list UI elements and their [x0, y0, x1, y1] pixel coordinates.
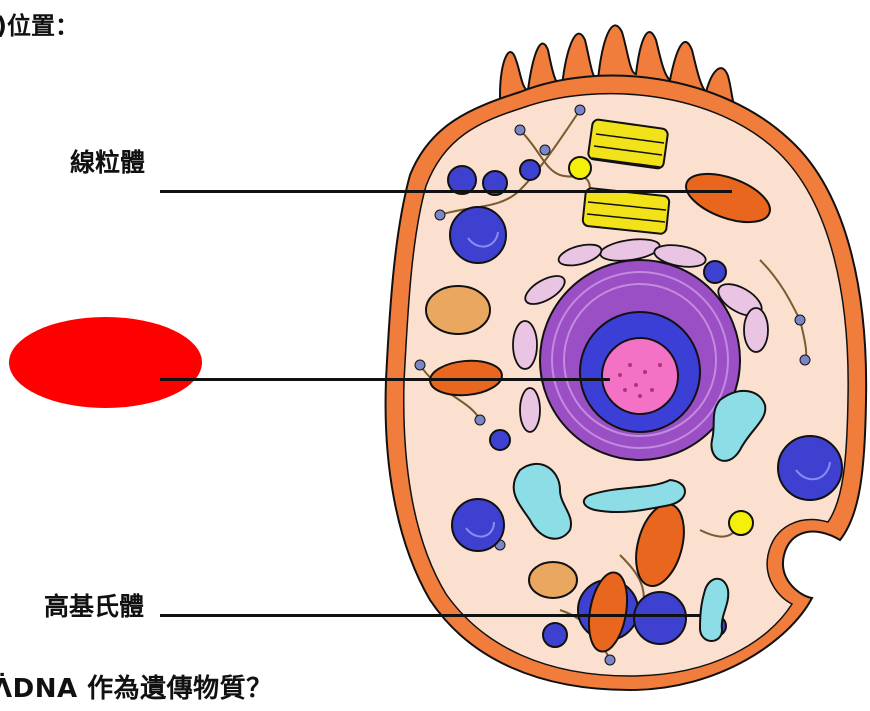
nucleus-group [540, 260, 740, 460]
vesicle [569, 157, 591, 179]
leader-line-mitochondrion [160, 190, 732, 193]
leader-line-golgi [160, 614, 700, 617]
question-fragment: ᐲDNA 作為遺傳物質？ [0, 676, 273, 702]
heading-fragment: )位置： [0, 14, 79, 38]
label-mitochondrion: 線粒體 [70, 150, 145, 175]
label-golgi-apparatus: 高基氏體 [44, 594, 144, 619]
leader-line-red-blob [160, 378, 610, 381]
vesicle [729, 511, 753, 535]
